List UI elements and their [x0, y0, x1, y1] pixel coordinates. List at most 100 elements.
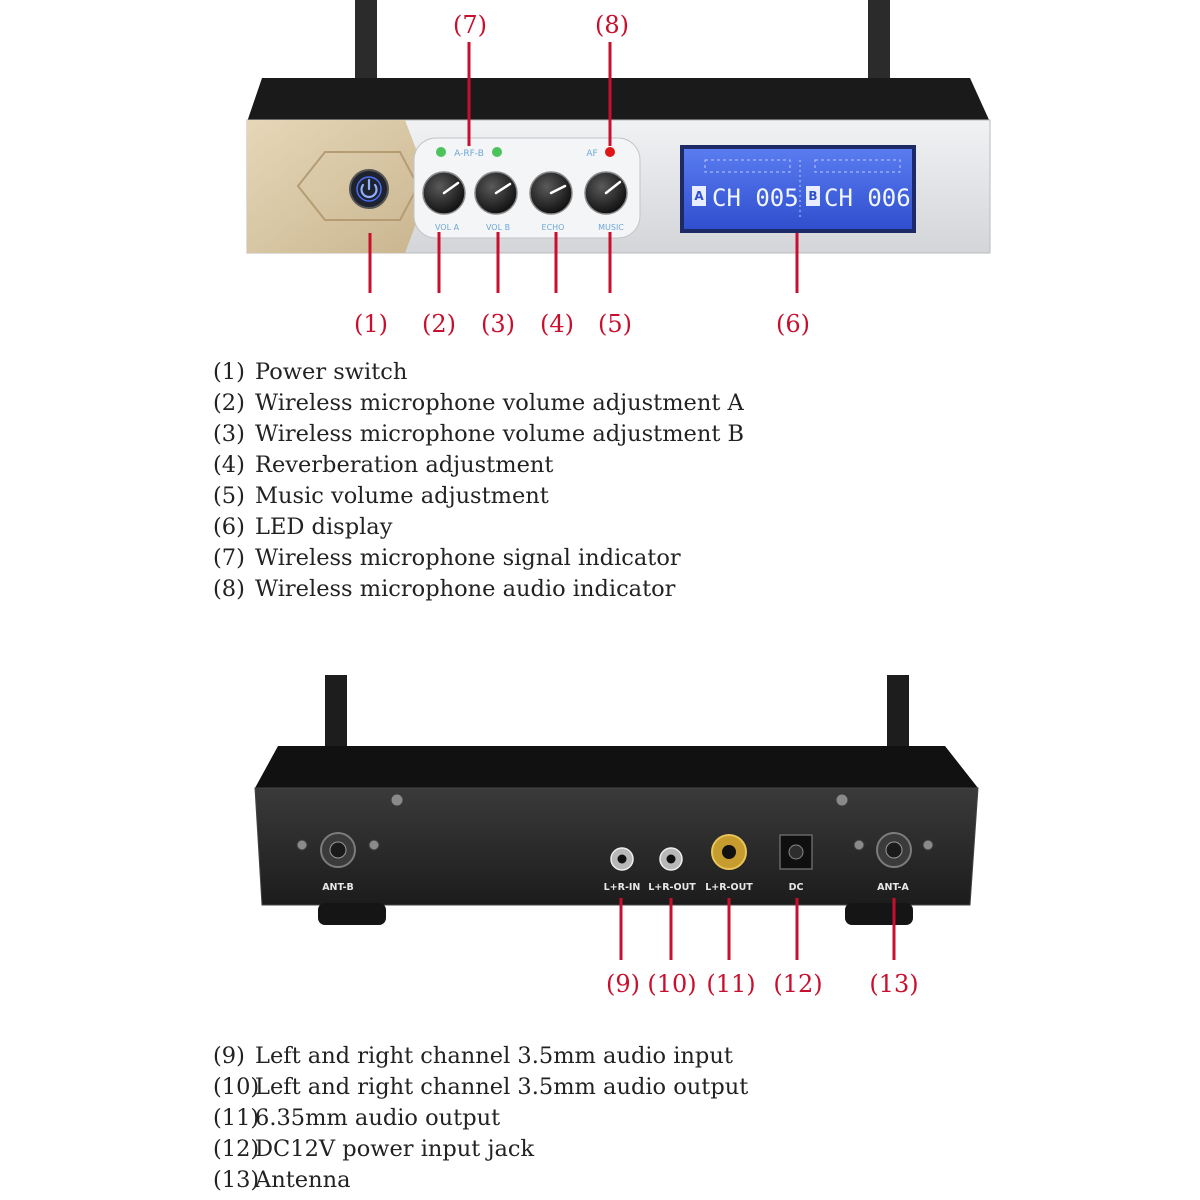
legend-text: Wireless microphone volume adjustment B	[255, 421, 745, 447]
knob-vol-b[interactable]	[474, 171, 518, 215]
port-label-lr-in: L+R-IN	[604, 882, 641, 893]
port-label-dc: DC	[789, 882, 804, 893]
lcd-channel-a-tag: A	[694, 189, 704, 203]
rf-led-a	[436, 147, 446, 157]
rear-chassis	[254, 787, 979, 906]
legend-text: DC12V power input jack	[255, 1136, 535, 1162]
lcd-level-bars-b	[814, 159, 901, 173]
rear-foot-left	[318, 903, 386, 925]
rear-legend: (9) Left and right channel 3.5mm audio in…	[213, 1041, 748, 1196]
legend-number: (5)	[213, 483, 245, 509]
legend-number: (12)	[213, 1136, 260, 1162]
legend-number: (6)	[213, 514, 245, 540]
legend-text: LED display	[255, 514, 393, 540]
knob-echo[interactable]	[529, 171, 573, 215]
callout-label-9: (9)	[606, 970, 640, 998]
port-label-lr-out-6-35: L+R-OUT	[705, 882, 753, 893]
rear-top-lid	[255, 746, 978, 788]
knob-music[interactable]	[584, 171, 628, 215]
callout-label-6: (6)	[776, 310, 810, 338]
callout-label-3: (3)	[481, 310, 515, 338]
power-icon	[360, 183, 378, 199]
legend-item: (2) Wireless microphone volume adjustment…	[213, 388, 744, 419]
legend-text: Reverberation adjustment	[255, 452, 554, 478]
legend-number: (13)	[213, 1167, 260, 1193]
led-group-label-af: AF	[586, 149, 597, 159]
antenna-right	[868, 0, 890, 100]
power-switch-button[interactable]	[349, 169, 389, 209]
legend-text: Music volume adjustment	[255, 483, 549, 509]
callout-label-8: (8)	[595, 11, 629, 39]
led-group-label-rf: A-RF-B	[454, 149, 484, 159]
legend-number: (1)	[213, 359, 245, 385]
dc-power-jack[interactable]	[779, 834, 813, 870]
jack-6-35mm-output[interactable]	[711, 834, 747, 870]
legend-item: (6) LED display	[213, 512, 744, 543]
legend-item: (5) Music volume adjustment	[213, 481, 744, 512]
legend-item: (10)Left and right channel 3.5mm audio o…	[213, 1072, 748, 1103]
callout-label-10: (10)	[647, 970, 696, 998]
legend-item: (8)Wireless microphone audio indicator	[213, 574, 744, 605]
legend-text: Antenna	[255, 1167, 351, 1193]
legend-item: (13)Antenna	[213, 1165, 748, 1196]
knob-label-music: MUSIC	[598, 223, 624, 232]
ant-b-connector[interactable]	[320, 832, 356, 868]
legend-text: Left and right channel 3.5mm audio outpu…	[255, 1074, 749, 1100]
legend-number: (3)	[213, 421, 245, 447]
front-callout-lines	[368, 42, 799, 293]
legend-number: (11)	[213, 1105, 260, 1131]
knob-vol-a[interactable]	[422, 171, 466, 215]
front-view: A-RF-B AF VOL A VOL B ECHO MUSIC	[246, 0, 991, 338]
legend-number: (7)	[213, 545, 245, 571]
port-label-ant-b: ANT-B	[322, 882, 354, 893]
callout-label-4: (4)	[540, 310, 574, 338]
lcd-level-bars-a	[704, 159, 791, 173]
knob-label-echo: ECHO	[542, 223, 565, 232]
lcd-display: A CH 005 B CH 006	[680, 145, 916, 233]
callout-label-13: (13)	[869, 970, 918, 998]
callout-label-2: (2)	[422, 310, 456, 338]
rear-foot-right	[845, 903, 913, 925]
callout-label-7: (7)	[453, 11, 487, 39]
legend-text: 6.35mm audio output	[255, 1105, 501, 1131]
legend-number: (8)	[213, 576, 245, 602]
jack-3-5mm-input[interactable]	[610, 847, 634, 871]
lcd-channel-b: CH 006	[824, 184, 911, 212]
legend-number: (9)	[213, 1043, 245, 1069]
rear-callout-lines	[619, 898, 896, 960]
callout-label-1: (1)	[354, 310, 388, 338]
front-top-lid	[247, 78, 990, 122]
legend-text: Wireless microphone signal indicator	[255, 545, 681, 571]
ant-a-connector[interactable]	[876, 832, 912, 868]
legend-text: Power switch	[255, 359, 408, 385]
af-led	[605, 147, 615, 157]
lcd-channel-a: CH 005	[712, 184, 799, 212]
legend-text: Wireless microphone volume adjustment A	[255, 390, 744, 416]
legend-item: (9) Left and right channel 3.5mm audio in…	[213, 1041, 748, 1072]
legend-item: (1) Power switch	[213, 357, 744, 388]
legend-item: (11)6.35mm audio output	[213, 1103, 748, 1134]
port-label-lr-out-3-5: L+R-OUT	[648, 882, 696, 893]
legend-number: (10)	[213, 1074, 260, 1100]
legend-item: (12)DC12V power input jack	[213, 1134, 748, 1165]
knob-panel	[413, 137, 641, 239]
legend-item: (3) Wireless microphone volume adjustment…	[213, 419, 744, 450]
front-legend: (1) Power switch (2) Wireless microphone v…	[213, 357, 744, 605]
jack-3-5mm-output[interactable]	[659, 847, 683, 871]
knob-label-vol-b: VOL B	[486, 223, 510, 232]
legend-item: (7) Wireless microphone signal indicator	[213, 543, 744, 574]
antenna-left	[355, 0, 377, 100]
lcd-channel-b-tag: B	[808, 189, 817, 203]
rf-led-b	[492, 147, 502, 157]
gold-chevron-bevel	[296, 151, 420, 221]
legend-text: Left and right channel 3.5mm audio input	[255, 1043, 733, 1069]
legend-number: (2)	[213, 390, 245, 416]
knob-label-vol-a: VOL A	[435, 223, 460, 232]
front-face-gold	[247, 120, 430, 253]
rear-view: ANT-B L+R-IN L+R-OUT L+R-OUT DC ANT-A (9…	[254, 675, 979, 998]
callout-label-5: (5)	[598, 310, 632, 338]
callout-label-11: (11)	[706, 970, 755, 998]
legend-item: (4)Reverberation adjustment	[213, 450, 744, 481]
callout-label-12: (12)	[773, 970, 822, 998]
